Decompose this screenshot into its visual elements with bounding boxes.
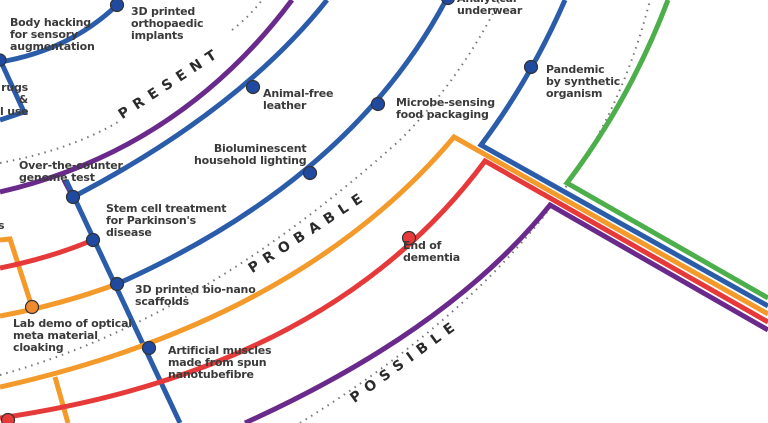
station-label: Stem cell treatment for Parkinson's dise…: [106, 202, 227, 239]
station-node[interactable]: [302, 165, 318, 181]
blue-line-possible: [477, 0, 768, 309]
station-label: 3D printed orthopaedic implants: [131, 5, 204, 42]
present-boundary-dotted-upper: [231, 0, 263, 31]
purple-line-present: [0, 0, 295, 195]
station-label: rugs & l use: [0, 81, 29, 118]
station-node[interactable]: [370, 96, 386, 112]
station-node[interactable]: [245, 79, 261, 95]
orange-line-short: [0, 281, 118, 319]
station-node[interactable]: [441, 0, 455, 6]
station-label: Body hacking for sensory augmentation: [10, 16, 95, 53]
orange-connector-lower: [52, 376, 71, 423]
station-label: Lab demo of optical meta material cloaki…: [13, 317, 132, 354]
station-label: 3D printed bio-nano scaffolds: [135, 283, 256, 308]
station-node[interactable]: [65, 189, 81, 205]
red-line-short: [0, 237, 94, 271]
orange-connector: [0, 236, 35, 308]
station-label: Microbe-sensing food packaging: [396, 96, 495, 121]
station-node[interactable]: [401, 230, 417, 246]
station-label: s: [0, 219, 5, 232]
blue-line-present: [71, 0, 329, 200]
station-label: End of dementia: [403, 239, 460, 264]
station-node[interactable]: [109, 0, 125, 13]
purple-line-possible: [243, 201, 768, 423]
station-node[interactable]: [0, 412, 16, 423]
blue-line-left-branch: [0, 62, 28, 123]
green-line: [563, 0, 768, 301]
station-label: Over-the-counter genome test: [19, 159, 123, 184]
station-label: Animal-free leather: [263, 87, 334, 112]
station-node[interactable]: [85, 232, 101, 248]
station-label: Pandemic by synthetic organism: [546, 63, 621, 100]
station-label: Artificial muscles made from spun nanotu…: [168, 344, 272, 381]
red-line-possible: [0, 157, 768, 421]
station-node[interactable]: [141, 340, 157, 356]
blue-line-top-left: [0, 3, 119, 65]
station-label: Analytical underwear: [457, 0, 523, 17]
station-label: Bioluminescent household lighting: [194, 142, 307, 167]
station-node[interactable]: [24, 299, 40, 315]
station-node[interactable]: [109, 276, 125, 292]
orange-line-possible: [0, 133, 768, 390]
blue-line-probable: [115, 0, 449, 287]
station-node[interactable]: [0, 53, 7, 67]
station-node[interactable]: [523, 59, 539, 75]
